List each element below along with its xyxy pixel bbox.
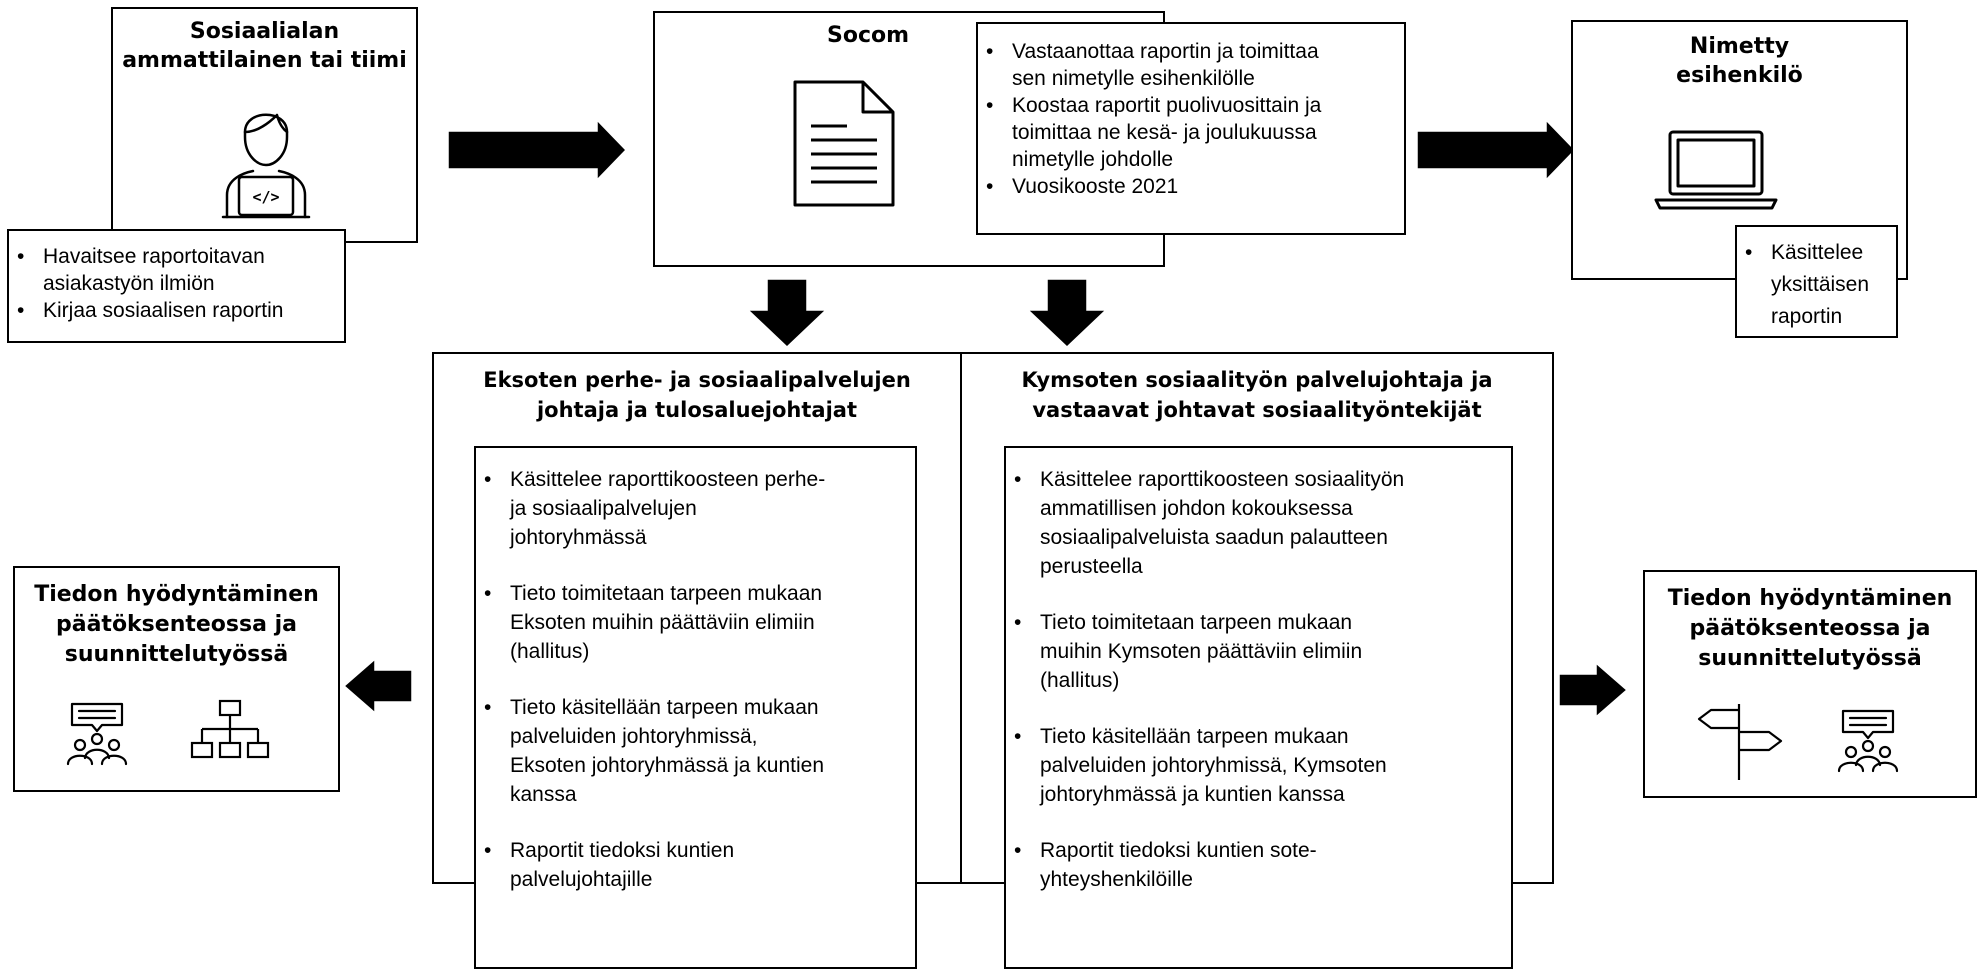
list-item: Käsittelee yksittäisen raportin — [1737, 237, 1892, 333]
list-item: Vastaanottaa raportin ja toimittaa sen n… — [978, 38, 1398, 92]
kymsote-bullets-box: Käsittelee raporttikoosteen sosiaalityön… — [1004, 446, 1513, 969]
svg-text:</>: </> — [252, 188, 279, 206]
arrow-down-icon — [1026, 278, 1108, 349]
eksote-title: Eksoten perhe- ja sosiaalipalvelujen joh… — [483, 368, 911, 422]
utilization-left-box: Tiedon hyödyntäminen päätöksenteossa ja … — [13, 566, 340, 792]
supervisor-box: Nimetty esihenkilö — [1571, 20, 1908, 280]
reporter-title: Sosiaalialan ammattilainen tai tiimi — [122, 19, 407, 73]
list-item: Käsittelee raporttikoosteen sosiaalityön… — [1006, 465, 1503, 581]
list-item: Kirjaa sosiaalisen raportin — [9, 297, 338, 324]
list-item: Koostaa raportit puolivuosittain ja toim… — [978, 92, 1398, 173]
supervisor-bullets-box: Käsittelee yksittäisen raportin — [1735, 225, 1898, 338]
meeting-group-icon — [1837, 709, 1899, 773]
utilization-right-title: Tiedon hyödyntäminen päätöksenteossa ja … — [1667, 586, 1953, 671]
signpost-icon — [1697, 704, 1783, 780]
list-item: Tieto käsitellään tarpeen mukaan palvelu… — [476, 693, 907, 809]
eksote-bullets-box: Käsittelee raporttikoosteen perhe- ja so… — [474, 446, 917, 969]
person-at-laptop-icon: </> — [221, 113, 311, 219]
socom-bullet-list: Vastaanottaa raportin ja toimittaa sen n… — [978, 38, 1398, 200]
arrow-right-icon — [447, 118, 628, 182]
list-item: Käsittelee raporttikoosteen perhe- ja so… — [476, 465, 907, 552]
socom-title: Socom — [827, 23, 910, 48]
reporter-bullet-list: Havaitsee raportoitavan asiakastyön ilmi… — [9, 243, 338, 324]
laptop-icon — [1654, 130, 1778, 210]
supervisor-bullet-list: Käsittelee yksittäisen raportin — [1737, 237, 1892, 333]
arrow-right-icon — [1416, 118, 1577, 182]
list-item: Raportit tiedoksi kuntien sote- yhteyshe… — [1006, 836, 1503, 894]
org-chart-icon — [190, 699, 270, 759]
list-item: Tieto toimitetaan tarpeen mukaan muihin … — [1006, 608, 1503, 695]
list-item: Raportit tiedoksi kuntien palvelujohtaji… — [476, 836, 907, 894]
arrow-left-icon — [342, 657, 413, 715]
socom-bullets-box: Vastaanottaa raportin ja toimittaa sen n… — [976, 22, 1406, 235]
arrow-down-icon — [746, 278, 828, 349]
arrow-right-icon — [1558, 661, 1629, 719]
reporter-bullets-box: Havaitsee raportoitavan asiakastyön ilmi… — [7, 229, 346, 343]
document-icon — [793, 80, 895, 207]
supervisor-title: Nimetty esihenkilö — [1676, 34, 1803, 88]
utilization-right-box: Tiedon hyödyntäminen päätöksenteossa ja … — [1643, 570, 1977, 798]
kymsote-title: Kymsoten sosiaalityön palvelujohtaja ja … — [1021, 368, 1493, 422]
meeting-group-icon — [66, 702, 128, 766]
kymsote-bullet-list: Käsittelee raporttikoosteen sosiaalityön… — [1006, 465, 1503, 894]
list-item: Vuosikooste 2021 — [978, 173, 1398, 200]
list-item: Tieto toimitetaan tarpeen mukaan Eksoten… — [476, 579, 907, 666]
list-item: Havaitsee raportoitavan asiakastyön ilmi… — [9, 243, 338, 297]
reporter-box: Sosiaalialan ammattilainen tai tiimi </> — [111, 7, 418, 243]
utilization-left-title: Tiedon hyödyntäminen päätöksenteossa ja … — [34, 582, 319, 667]
list-item: Tieto käsitellään tarpeen mukaan palvelu… — [1006, 722, 1503, 809]
eksote-bullet-list: Käsittelee raporttikoosteen perhe- ja so… — [476, 465, 907, 894]
